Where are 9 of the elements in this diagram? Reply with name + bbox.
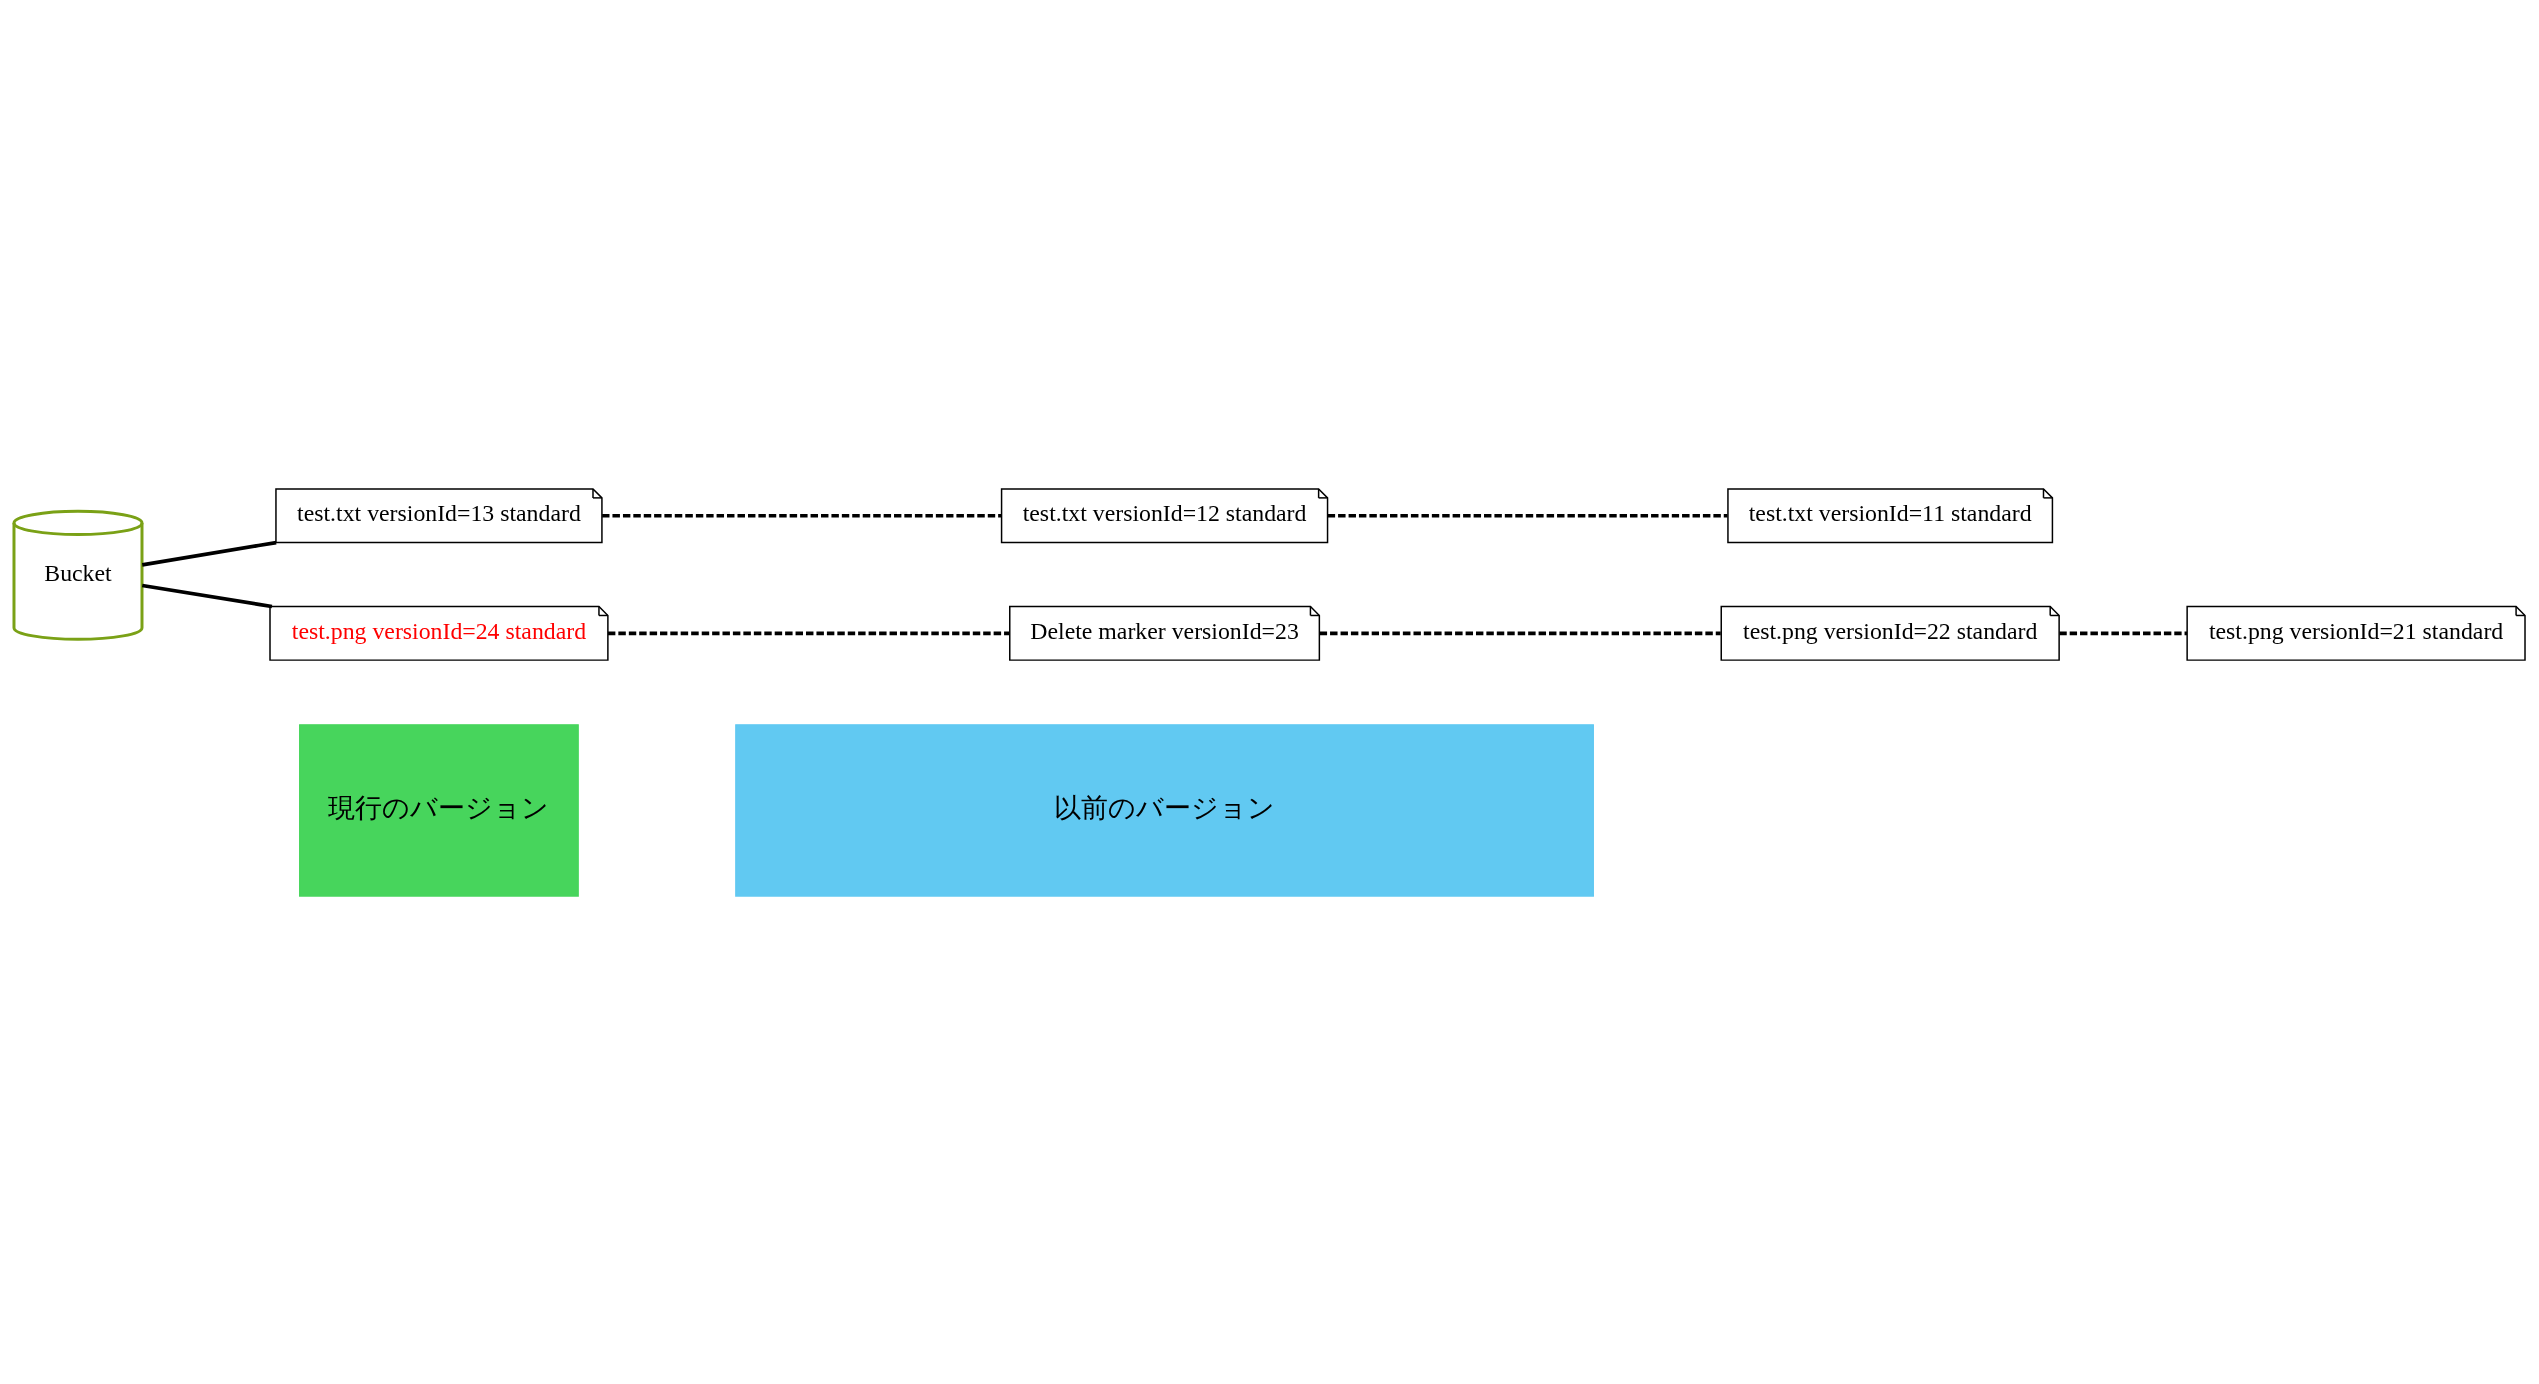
- node-box: 以前のバージョン: [735, 723, 1594, 897]
- connector: [1327, 513, 1728, 518]
- connector: [141, 583, 273, 608]
- connector: [608, 630, 1010, 635]
- connector: [141, 540, 277, 567]
- node-box: 現行のバージョン: [299, 723, 579, 897]
- connector: [2059, 630, 2187, 635]
- connector: [602, 513, 1002, 518]
- connector: [1319, 630, 1721, 635]
